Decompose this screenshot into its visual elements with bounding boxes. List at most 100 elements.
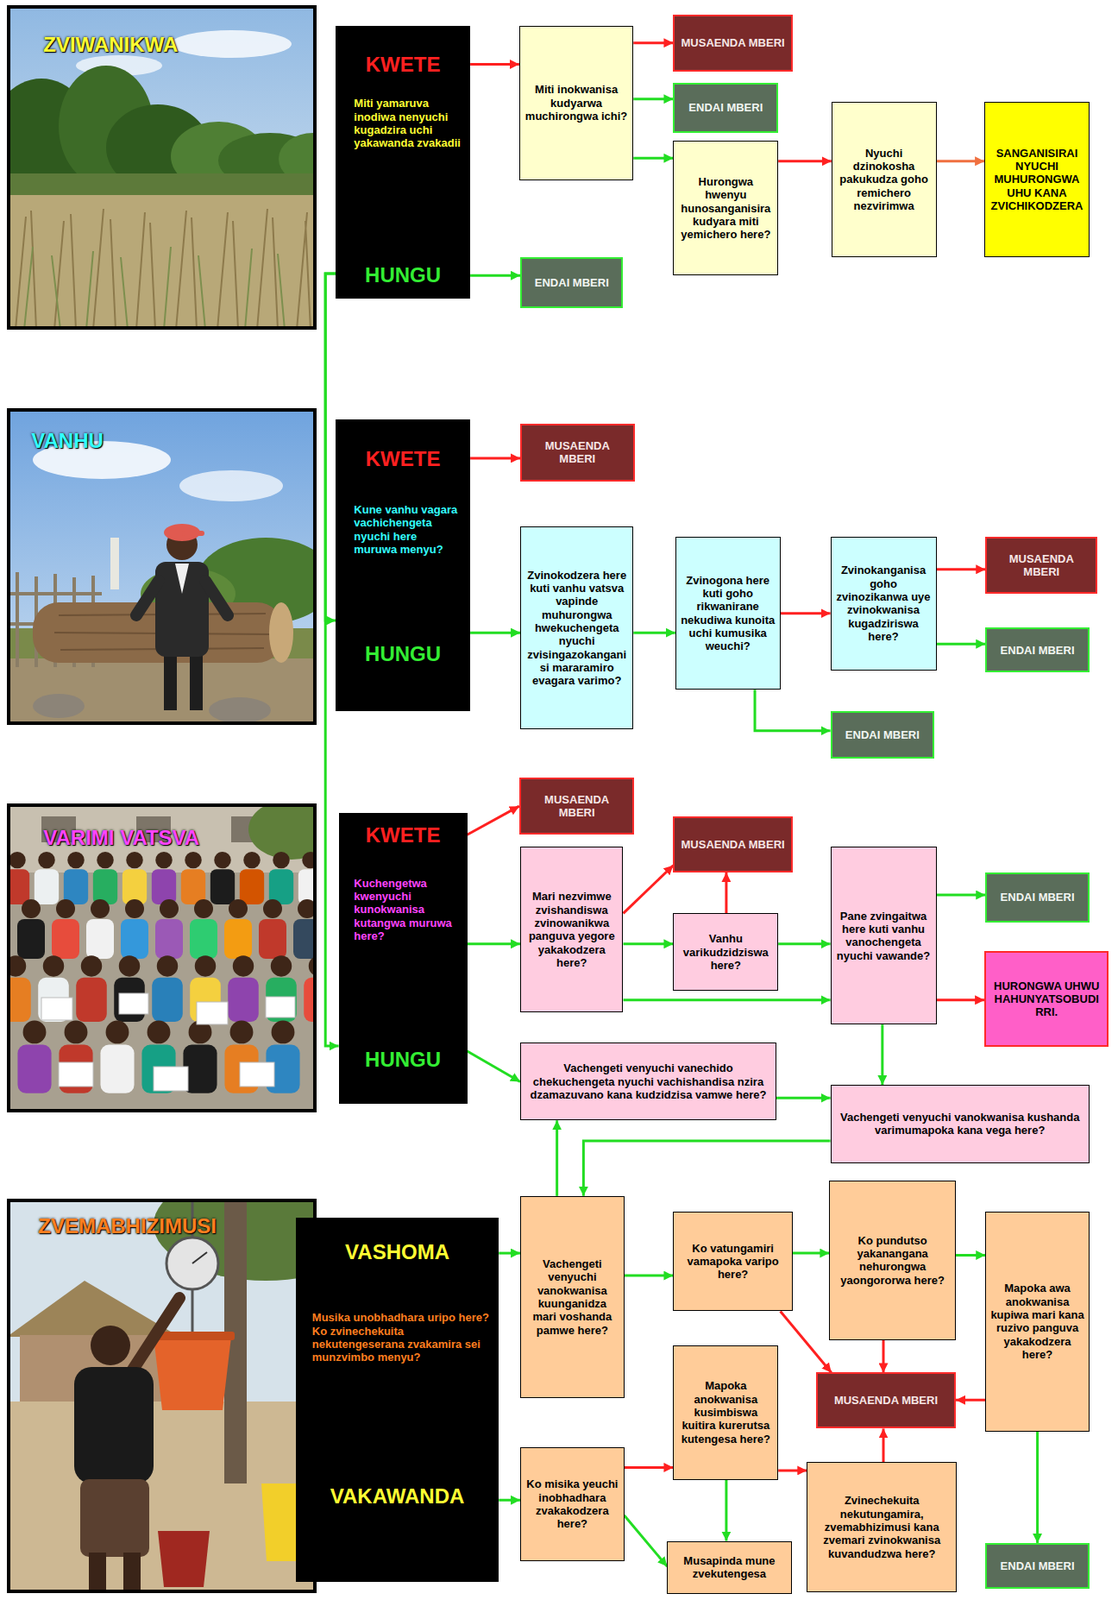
photo-title: VANHU: [31, 428, 104, 453]
box-text: ENDAI MBERI: [534, 276, 610, 289]
box-text: Miti inokwanisa kudyarwa muchirongwa ich…: [524, 82, 629, 123]
box-text: Vanhu varikudzidziswa here?: [678, 931, 773, 972]
panel-question: Miti yamaruva inodiwa nenyuchi kugadzira…: [353, 96, 462, 150]
flow-arrow: [936, 642, 987, 646]
flow-arrow: [780, 611, 831, 615]
box-text: Zvinogona here kuti goho rikwanirane nek…: [680, 573, 776, 654]
box-text: MUSAENDA MBERI: [991, 552, 1092, 579]
question-box: Zvinechekuita nekutungamira, zvemabhizim…: [806, 1461, 957, 1591]
flow-arrow: [633, 97, 673, 101]
flow-arrow: [724, 872, 728, 913]
flow-arrow: [622, 998, 830, 1001]
panel-answer: HUNGU: [335, 641, 471, 666]
flow-arrow: [936, 567, 987, 571]
box-text: ENDAI MBERI: [1000, 1558, 1075, 1572]
flow-arrow: [622, 942, 673, 945]
box-text: Ko pundutso yakanangana nehurongwa yaong…: [834, 1233, 951, 1287]
photo-title: ZVIWANIKWA: [43, 32, 178, 57]
flow-arrow: [778, 1468, 807, 1471]
market-photo: [6, 1198, 316, 1592]
box-text: Zvinokodzera here kuti vanhu vatsva vapi…: [525, 568, 629, 688]
stop-box: MUSAENDA MBERI: [672, 14, 792, 72]
panel-answer: HUNGU: [335, 263, 471, 288]
trainees-photo: [6, 803, 316, 1112]
box-text: ENDAI MBERI: [1000, 643, 1075, 657]
question-panel: KWETE Miti yamaruva inodiwa nenyuchi kuga…: [335, 25, 471, 300]
question-box: Zvinokodzera here kuti vanhu vatsva vapi…: [520, 526, 634, 729]
flow-arrow: [778, 159, 832, 163]
box-text: MUSAENDA MBERI: [834, 1393, 938, 1407]
flow-arrow: [780, 1310, 832, 1372]
flow-arrow: [633, 631, 675, 635]
go-box: ENDAI MBERI: [830, 710, 936, 758]
flow-arrow: [467, 942, 522, 945]
question-panel: VASHOMA Musika unobhadhara uripo here? Ko…: [295, 1217, 499, 1582]
stop-box: MUSAENDA MBERI: [520, 423, 635, 482]
go-box: ENDAI MBERI: [985, 1542, 1090, 1589]
photo-panel: VARIMI VATSVA: [6, 803, 316, 1112]
flow-arrow: [754, 689, 830, 730]
box-text: SANGANISIRAI NYUCHI MUHURONGWA UHU KANA …: [989, 146, 1085, 214]
flow-arrow: [624, 1514, 668, 1566]
box-text: Zvinechekuita nekutungamira, zvemabhizim…: [811, 1493, 952, 1560]
box-text: ENDAI MBERI: [688, 100, 763, 114]
go-box: ENDAI MBERI: [985, 872, 1090, 923]
question-box: Miti inokwanisa kudyarwa muchirongwa ich…: [519, 25, 634, 182]
flow-arrow: [470, 62, 520, 66]
question-box: Ko misika yeuchi inobhadhara zvakakodzer…: [520, 1446, 625, 1561]
flow-arrow: [955, 1398, 986, 1401]
stop-box: MUSAENDA MBERI: [816, 1371, 956, 1428]
question-box: Hurongwa hwenyu hunosanganisira kudyara …: [672, 140, 779, 276]
flow-arrow: [470, 274, 521, 277]
photo-panel: ZVEMABHIZIMUSI: [6, 1198, 316, 1592]
flow-arrow: [622, 865, 673, 914]
photo-title: ZVEMABHIZIMUSI: [37, 1213, 217, 1238]
flow-arrow: [778, 942, 830, 945]
flow-arrow: [624, 1274, 674, 1277]
flow-arrow: [467, 1050, 522, 1081]
box-text: Ko vatungamiri vamapoka varipo here?: [678, 1241, 787, 1282]
box-text: Vachengeti venyuchi vanechido chekucheng…: [525, 1061, 772, 1101]
flow-arrow: [882, 1427, 886, 1462]
flow-arrow: [467, 805, 520, 835]
panel-question: Kuchengetwa kwenyuchi kunokwanisa kutang…: [353, 876, 459, 943]
question-box: Ko pundutso yakanangana nehurongwa yaong…: [829, 1180, 956, 1339]
box-text: Hurongwa hwenyu hunosanganisira kudyara …: [678, 175, 773, 242]
photo-title: VARIMI VATSVA: [43, 825, 200, 850]
box-text: ENDAI MBERI: [845, 728, 920, 742]
question-box: Mari nezvimwe zvishandiswa zvinowanikwa …: [520, 846, 623, 1012]
question-box: Vanhu varikudzidziswa here?: [672, 912, 779, 991]
flow-arrow: [882, 1339, 886, 1373]
question-box: Pane zvingaitwa here kuti vanhu vanochen…: [830, 846, 937, 1024]
question-box: Vachengeti venyuchi vanokwanisa kushanda…: [830, 1084, 1090, 1163]
flow-arrow: [633, 41, 673, 44]
box-text: MUSAENDA MBERI: [681, 36, 786, 50]
question-box: Nyuchi dzinokosha pakukudza goho remiche…: [831, 101, 937, 258]
stop-box: MUSAENDA MBERI: [519, 777, 635, 835]
panel-answer: KWETE: [335, 52, 471, 77]
go-box: ENDAI MBERI: [672, 82, 779, 133]
panel-answer: VASHOMA: [295, 1239, 499, 1264]
panel-question: Musika unobhadhara uripo here? Ko zvinec…: [312, 1310, 490, 1363]
box-text: MUSAENDA MBERI: [681, 837, 786, 851]
panel-answer: HUNGU: [339, 1047, 468, 1072]
box-text: Nyuchi dzinokosha pakukudza goho remiche…: [836, 146, 932, 214]
photo-panel: VANHU: [6, 408, 316, 725]
box-text: MUSAENDA MBERI: [526, 439, 629, 466]
flow-arrow: [936, 998, 986, 1001]
box-text: Mapoka anokwanisa kusimbiswa kuitira kur…: [678, 1378, 773, 1445]
panel-answer: KWETE: [339, 822, 468, 848]
landscape-photo: [6, 5, 316, 330]
flow-arrow: [792, 1251, 830, 1255]
box-text: Mari nezvimwe zvishandiswa zvinowanikwa …: [525, 889, 618, 969]
stop-box: MUSAENDA MBERI: [672, 816, 792, 873]
outcome-box: HURONGWA UHWU HAHUNYATSOBUDIRRI.: [984, 950, 1109, 1047]
flow-arrow: [498, 1251, 521, 1255]
question-panel: KWETEKune vanhu vagara vachichengeta nyu…: [335, 419, 471, 711]
flow-arrow: [633, 157, 673, 160]
flow-arrow: [880, 1023, 884, 1085]
question-box: Vachengeti venyuchi vanechido chekucheng…: [520, 1042, 777, 1120]
question-box: Musapinda mune zvekutengesa: [666, 1540, 792, 1594]
box-text: Ko misika yeuchi inobhadhara zvakakodzer…: [525, 1476, 620, 1530]
flow-arrow: [936, 159, 986, 163]
